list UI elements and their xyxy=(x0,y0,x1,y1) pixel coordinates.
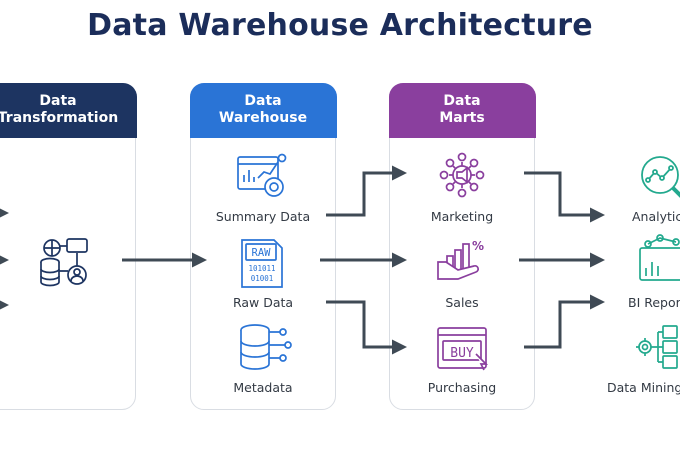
raw-data-icon-text: RAW xyxy=(252,247,272,259)
sales-icon xyxy=(437,243,479,280)
transformation-header-line2: Transformation xyxy=(0,110,119,126)
analytics-label: Analytics xyxy=(632,209,680,224)
warehouse-header-line1: Data xyxy=(244,93,282,109)
arrow-summary-marketing xyxy=(326,165,407,217)
raw-data-label: Raw Data xyxy=(232,295,294,310)
raw-data-bits-1: 101011 xyxy=(248,264,275,273)
sales-icon-percent: % xyxy=(472,239,484,253)
purchasing-icon xyxy=(437,327,489,371)
purchasing-label: Purchasing xyxy=(427,380,497,395)
transformation-icon xyxy=(40,238,88,287)
summary-data-label: Summary Data xyxy=(215,209,311,224)
arrow-metadata-purchasing xyxy=(326,300,407,355)
raw-data-icon xyxy=(241,239,283,288)
marts-header-line2: Marts xyxy=(439,110,485,126)
metadata-icon xyxy=(240,324,292,370)
data-mining-icon xyxy=(636,325,678,369)
warehouse-header-line2: Warehouse xyxy=(218,110,308,126)
purchasing-icon-text: BUY xyxy=(450,346,474,361)
marketing-label: Marketing xyxy=(430,209,494,224)
marketing-icon xyxy=(439,152,485,198)
sales-label: Sales xyxy=(445,295,479,310)
page-title: Data Warehouse Architecture xyxy=(87,8,593,43)
data-mining-label: Data Mining xyxy=(607,380,680,395)
analytics-icon xyxy=(641,156,680,198)
metadata-label: Metadata xyxy=(233,380,293,395)
transformation-header-line1: Data xyxy=(39,93,77,109)
arrow-marketing-analytics xyxy=(524,171,605,223)
bi-reporting-label: BI Reporting xyxy=(628,295,680,310)
marts-header-line1: Data xyxy=(443,93,481,109)
arrow-purchasing-datamining xyxy=(524,294,605,349)
summary-data-icon xyxy=(237,153,287,197)
bi-reporting-icon xyxy=(639,234,680,281)
raw-data-bits-2: 01001 xyxy=(251,274,274,283)
